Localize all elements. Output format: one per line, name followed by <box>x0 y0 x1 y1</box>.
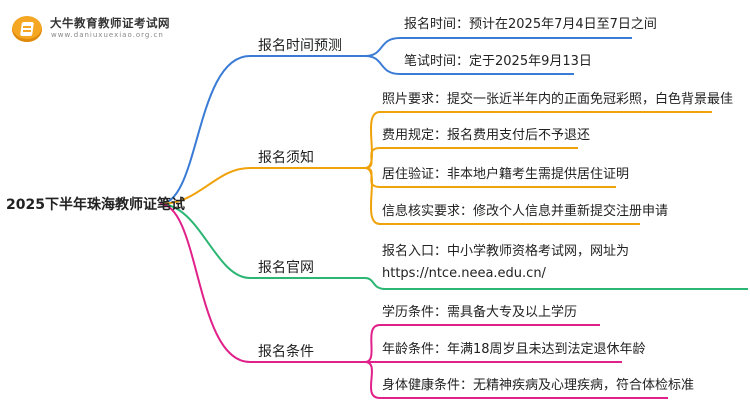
logo-url: www.daniuxuexiao.org.cn <box>51 31 164 39</box>
connector-notice-leaf-2 <box>364 147 578 169</box>
logo-title: 大牛教育教师证考试网 <box>50 16 170 30</box>
leaf-photo-requirement: 照片要求：提交一张近半年内的正面免冠彩照，白色背景最佳 <box>382 92 734 107</box>
book-icon <box>12 16 42 42</box>
connector-time-leaf-1 <box>364 37 632 57</box>
leaf-age-condition: 年龄条件：年满18周岁且未达到法定退休年龄 <box>382 342 646 357</box>
leaf-registration-portal: 报名入口：中小学教师资格考试网，网址为 https://ntce.neea.ed… <box>382 244 630 281</box>
connector-time-leaf-2 <box>364 55 574 75</box>
branch-registration-conditions: 报名条件 <box>258 344 314 360</box>
leaf-education-condition: 学历条件：需具备大专及以上学历 <box>382 305 578 320</box>
leaf-info-verification: 信息核实要求：修改个人信息并重新提交注册申请 <box>382 204 669 219</box>
connector-root-time <box>159 55 365 205</box>
branch-official-site: 报名官网 <box>258 260 314 276</box>
leaf-health-condition: 身体健康条件：无精神疾病及心理疾病，符合体检标准 <box>382 378 695 393</box>
root-node: 2025下半年珠海教师证笔试 <box>6 197 185 213</box>
connector-site-leaf-1 <box>364 277 748 290</box>
connector-notice-leaf-1 <box>364 111 712 169</box>
connector-root-site <box>159 203 365 279</box>
branch-registration-notice: 报名须知 <box>258 150 314 166</box>
leaf-fee-rule: 费用规定：报名费用支付后不予退还 <box>382 128 591 143</box>
branch-registration-time: 报名时间预测 <box>258 38 342 54</box>
connector-notice-leaf-4 <box>364 167 640 225</box>
connector-cond-leaf-3 <box>364 361 668 399</box>
leaf-residence-proof: 居住验证：非本地户籍考生需提供居住证明 <box>382 167 630 182</box>
site-logo: 大牛教育教师证考试网 www.daniuxuexiao.org.cn <box>8 8 198 48</box>
leaf-registration-date: 报名时间：预计在2025年7月4日至7日之间 <box>404 17 657 32</box>
leaf-exam-date: 笔试时间：定于2025年9月13日 <box>404 54 592 69</box>
connector-root-cond <box>159 203 365 363</box>
connector-cond-leaf-1 <box>364 324 600 363</box>
connector-root-notice <box>159 167 365 205</box>
